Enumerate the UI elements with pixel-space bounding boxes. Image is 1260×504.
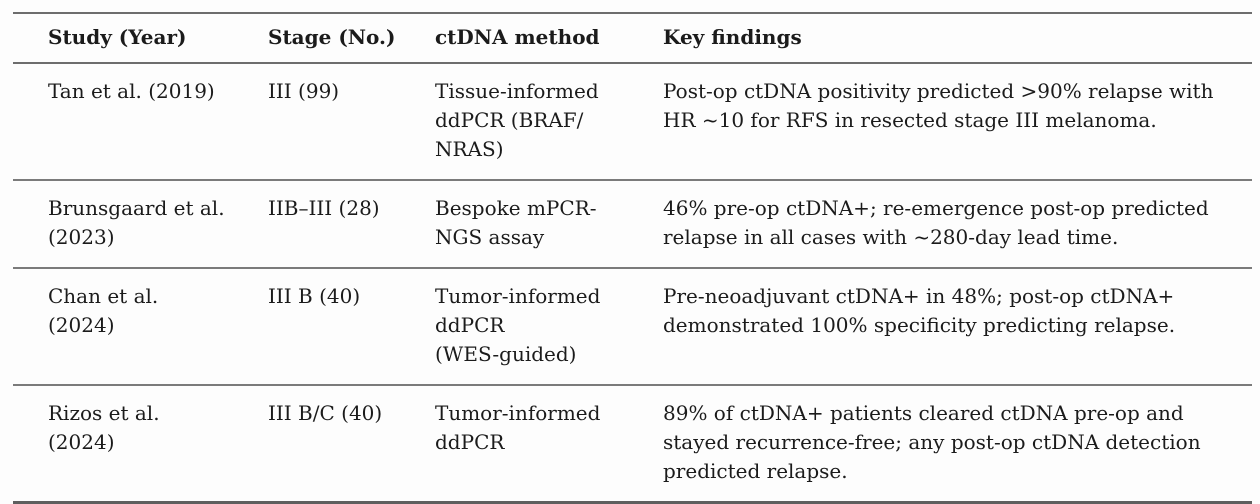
column-header-key-findings: Key findings bbox=[663, 25, 802, 49]
cell-stage: III B/C (40) bbox=[268, 401, 383, 425]
table-body: Tan et al. (2019) III (99) Tissue-inform… bbox=[13, 63, 1252, 503]
column-header-stage-no: Stage (No.) bbox=[268, 25, 396, 49]
ctdna-studies-table: Study (Year) Stage (No.) ctDNA method Ke… bbox=[13, 12, 1252, 504]
table-row: Chan et al. (2024) III B (40) Tumor-info… bbox=[13, 268, 1252, 385]
cell-findings: 46% pre-op ctDNA+; re-emergence post-op … bbox=[663, 196, 1209, 249]
table-row: Rizos et al. (2024) III B/C (40) Tumor-i… bbox=[13, 385, 1252, 503]
cell-stage: III B (40) bbox=[268, 284, 361, 308]
cell-method: Bespoke mPCR- NGS assay bbox=[435, 196, 597, 249]
table-row: Tan et al. (2019) III (99) Tissue-inform… bbox=[13, 63, 1252, 180]
cell-study: Rizos et al. (2024) bbox=[48, 401, 160, 454]
cell-method: Tumor-informed ddPCR (WES-guided) bbox=[435, 284, 601, 366]
cell-method: Tumor-informed ddPCR bbox=[435, 401, 601, 454]
ctdna-studies-table-container: Study (Year) Stage (No.) ctDNA method Ke… bbox=[13, 12, 1252, 504]
table-row: Brunsgaard et al. (2023) IIB–III (28) Be… bbox=[13, 180, 1252, 268]
cell-findings: 89% of ctDNA+ patients cleared ctDNA pre… bbox=[663, 401, 1201, 483]
table-header: Study (Year) Stage (No.) ctDNA method Ke… bbox=[13, 13, 1252, 63]
cell-study: Tan et al. (2019) bbox=[48, 79, 215, 103]
header-row: Study (Year) Stage (No.) ctDNA method Ke… bbox=[13, 13, 1252, 63]
cell-study: Chan et al. (2024) bbox=[48, 284, 159, 337]
column-header-ctdna-method: ctDNA method bbox=[435, 25, 600, 49]
cell-findings: Pre-neoadjuvant ctDNA+ in 48%; post-op c… bbox=[663, 284, 1176, 337]
cell-stage: IIB–III (28) bbox=[268, 196, 380, 220]
column-header-study-year: Study (Year) bbox=[48, 25, 187, 49]
cell-findings: Post-op ctDNA positivity predicted >90% … bbox=[663, 79, 1214, 132]
cell-stage: III (99) bbox=[268, 79, 340, 103]
cell-study: Brunsgaard et al. (2023) bbox=[48, 196, 225, 249]
cell-method: Tissue-informed ddPCR (BRAF/ NRAS) bbox=[435, 79, 599, 161]
